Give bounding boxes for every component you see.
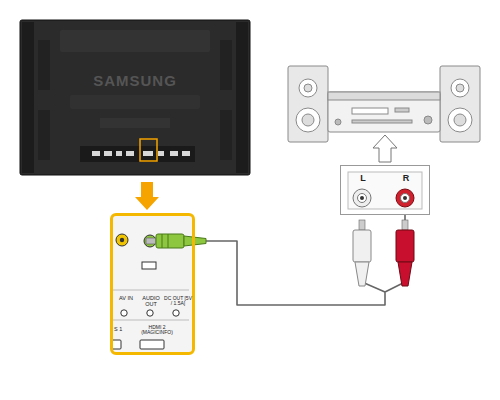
port-label: HDMI 2 (MAGICINFO): [137, 325, 177, 336]
monitor-back: [20, 20, 250, 175]
port-panel: [110, 213, 192, 355]
port-panel-zoom: AV INAUDIO OUTDC OUT [5V / 1.5A] S 1 HDMI …: [110, 213, 195, 355]
brand-logo: SAMSUNG: [80, 72, 190, 89]
mini-jack-plug: [146, 234, 206, 248]
jack-panel: [340, 165, 430, 215]
audio-cable: [195, 215, 405, 305]
channel-label: R: [398, 174, 414, 183]
port-label: S 1: [114, 327, 128, 333]
rca-plug-red: [396, 220, 414, 286]
port-label: AUDIO OUT: [139, 296, 163, 308]
stereo-system: [288, 66, 480, 142]
channel-label: L: [355, 174, 371, 183]
audio-input-panel: LR: [340, 165, 430, 215]
zoom-arrow: [135, 182, 159, 210]
zoom-arrow: [373, 135, 397, 162]
rca-plug-white: [353, 220, 371, 286]
port-label: DC OUT [5V / 1.5A]: [164, 296, 192, 307]
port-label: AV IN: [115, 296, 137, 302]
